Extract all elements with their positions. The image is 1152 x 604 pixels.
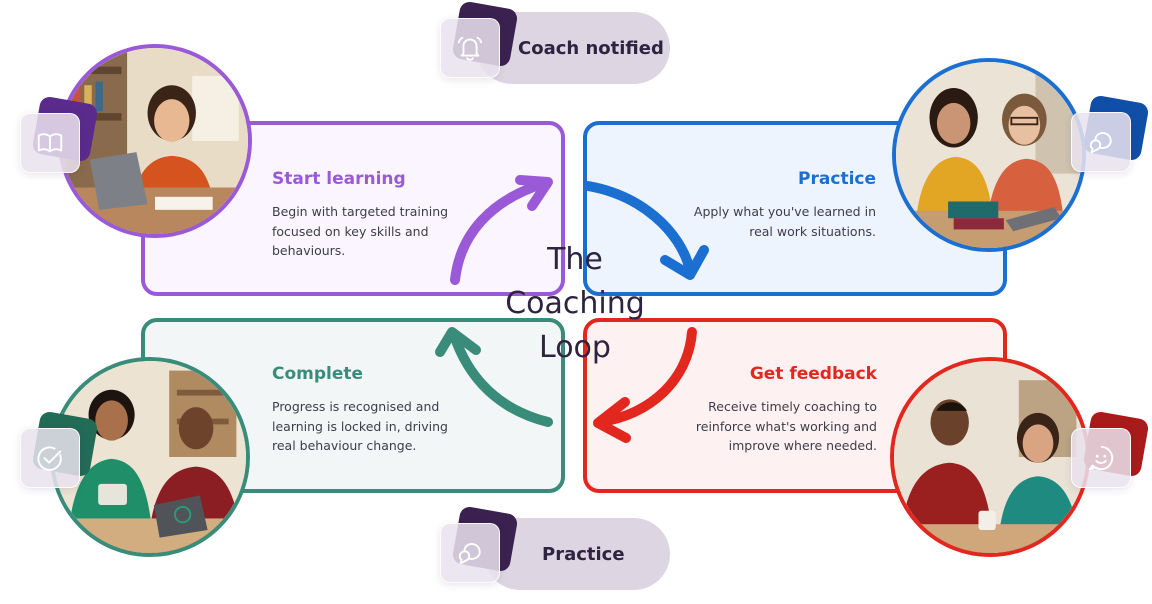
photo-illustration [894,361,1086,553]
step-title-complete: Complete [272,364,364,384]
chat-bubble-icon [1089,132,1112,154]
step-title-get-feedback: Get feedback [749,364,877,384]
photo-women-practicing [892,58,1086,252]
smile-chat-tile [1071,410,1150,490]
step-title-practice: Practice [798,169,876,189]
coach-notified-label: Coach notified [518,38,664,59]
tile-frontplate [20,428,80,488]
smile-chat-icon [1088,445,1114,471]
book-icon [37,133,63,153]
bell-tile [440,0,519,80]
check-circle-icon [37,446,62,471]
photo-illustration [896,62,1082,248]
loop-title-line-2: Coaching [505,286,645,321]
tile-frontplate [440,523,500,583]
loop-title-line-1: The [547,242,603,277]
tile-frontplate [1071,112,1131,172]
chat-bubble-tile [1071,94,1150,174]
step-description-practice: Apply what you've learned in real work s… [693,204,876,239]
practice-pill: Practice [484,518,670,590]
photo-feedback-conversation [890,357,1090,557]
practice-pill-label: Practice [542,544,625,565]
step-title-start-learning: Start learning [272,169,406,189]
step-description-start-learning: Begin with targeted training focused on … [272,204,449,258]
step-description-complete: Progress is recognised and learning is l… [272,399,448,453]
book-tile [20,95,99,175]
check-tile [20,410,99,490]
loop-title-line-3: Loop [539,330,611,365]
chat-bubble-icon [458,543,481,565]
loop-title: The Coaching Loop [470,238,680,370]
step-description-get-feedback: Receive timely coaching to reinforce wha… [695,399,877,453]
chat-bubble-tile [440,505,519,585]
tile-frontplate [1071,428,1131,488]
tile-frontplate [440,18,500,78]
tile-frontplate [20,113,80,173]
bell-icon [457,36,483,61]
